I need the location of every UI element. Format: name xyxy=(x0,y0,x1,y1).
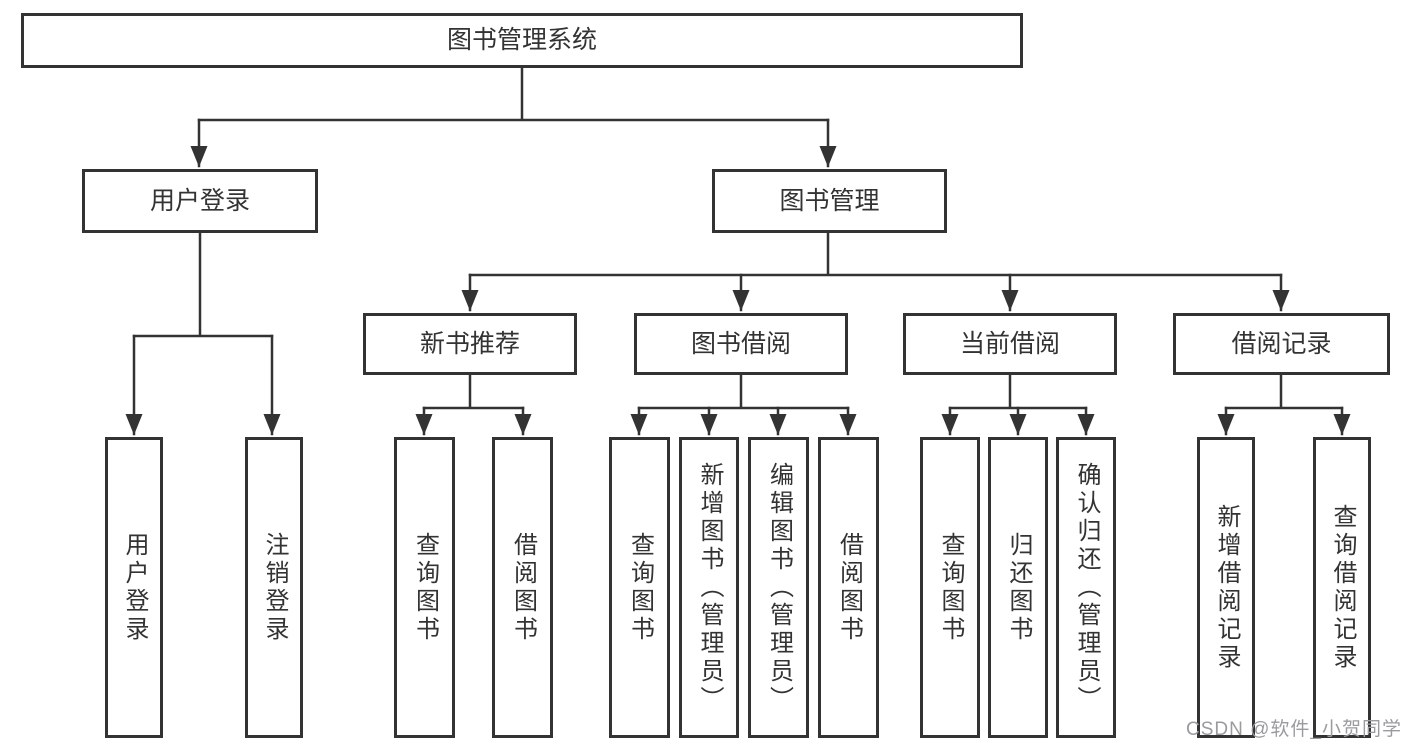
leaf-records-add-record: 新增借阅记录 xyxy=(1197,437,1255,738)
leaf-borrowing-query-books: 查询图书 xyxy=(609,437,670,738)
node-book-borrowing: 图书借阅 xyxy=(634,313,848,375)
leaf-current-confirm-return-admin: 确认归还（管理员） xyxy=(1056,437,1116,738)
leaf-borrowing-edit-books-admin: 编辑图书（管理员） xyxy=(748,437,809,738)
leaf-borrowing-borrow-books: 借阅图书 xyxy=(818,437,879,738)
leaf-current-return-books: 归还图书 xyxy=(988,437,1048,738)
node-new-book-recommend: 新书推荐 xyxy=(363,313,577,375)
leaf-newbook-borrow-books: 借阅图书 xyxy=(492,437,553,738)
leaf-borrowing-add-books-admin: 新增图书（管理员） xyxy=(679,437,739,738)
node-book-management: 图书管理 xyxy=(712,169,947,233)
node-current-borrowing: 当前借阅 xyxy=(903,313,1117,375)
leaf-user-login: 用户登录 xyxy=(105,437,163,738)
root-node: 图书管理系统 xyxy=(21,13,1023,68)
leaf-records-query-record: 查询借阅记录 xyxy=(1313,437,1371,738)
csdn-watermark: CSDN @软件_小贺同学 xyxy=(1186,719,1402,740)
node-borrowing-records: 借阅记录 xyxy=(1173,313,1390,375)
leaf-newbook-query-books: 查询图书 xyxy=(394,437,455,738)
leaf-current-query-books: 查询图书 xyxy=(920,437,980,738)
leaf-logout: 注销登录 xyxy=(245,437,303,738)
node-user-login: 用户登录 xyxy=(82,169,318,233)
